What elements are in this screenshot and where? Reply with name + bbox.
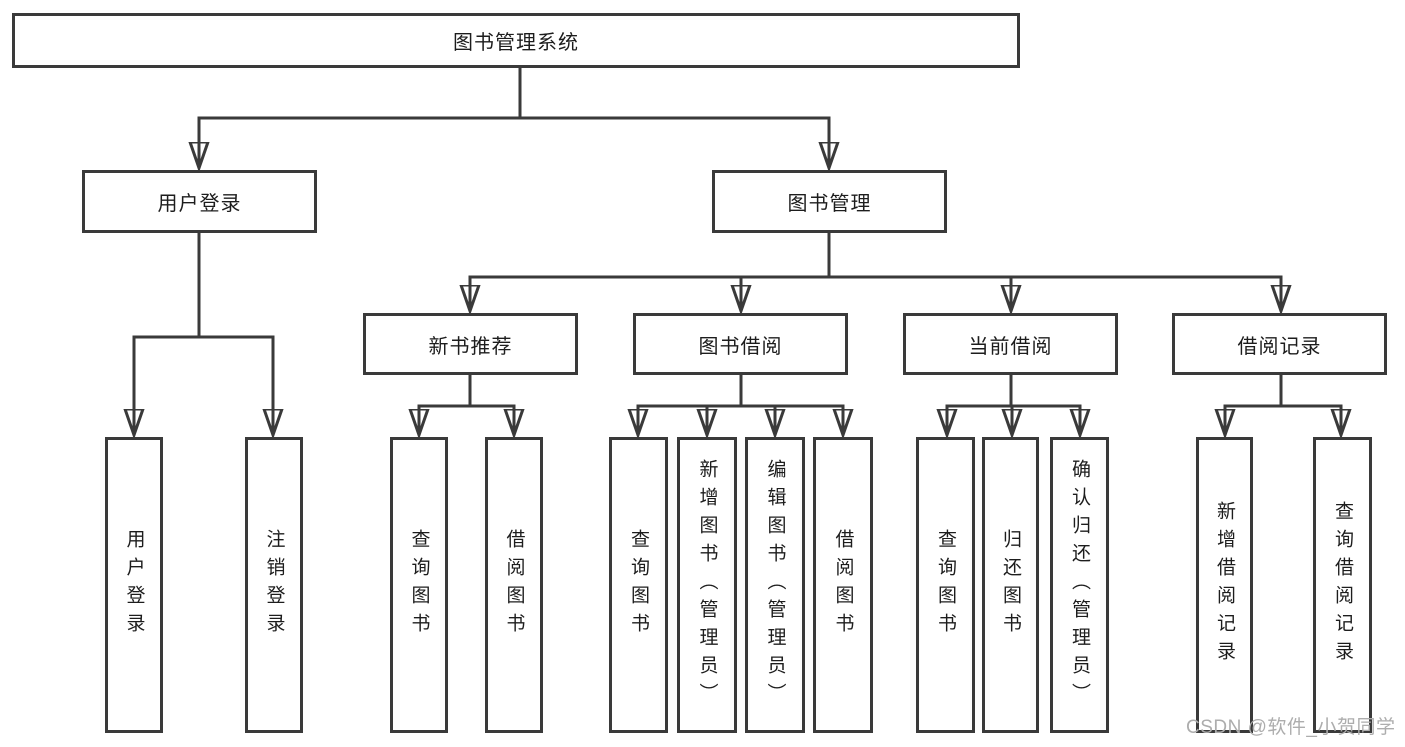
leaf-borrow-book-label: 借阅图书 [832,529,854,641]
leaf-records-query: 查询借阅记录 [1313,437,1372,733]
connector-book-mgmt-sections [469,233,1283,311]
node-book-mgmt-label: 图书管理 [787,193,872,215]
leaf-current-query: 查询图书 [916,437,975,733]
leaf-newbooks-query: 查询图书 [390,437,448,733]
leaf-current-query-label: 查询图书 [935,529,956,641]
leaf-borrow-edit-admin-label: 编辑图书（管理员） [764,459,786,711]
leaf-borrow-add-admin: 新增图书（管理员） [677,437,737,733]
leaf-user-login-label: 用户登录 [123,529,145,641]
connector-book-borrow-children [637,374,845,435]
leaf-records-add-label: 新增借阅记录 [1214,501,1235,669]
node-new-books: 新书推荐 [363,313,578,375]
leaf-borrow-edit-admin: 编辑图书（管理员） [745,437,805,733]
watermark: CSDN @软件_小贺同学 [1186,717,1396,738]
node-book-borrow-label: 图书借阅 [698,335,783,358]
leaf-current-return-label: 归还图书 [1000,529,1021,641]
leaf-newbooks-borrow: 借阅图书 [485,437,543,733]
leaf-user-login: 用户登录 [105,437,163,733]
node-borrow-records: 借阅记录 [1172,313,1387,375]
leaf-current-confirm-admin: 确认归还（管理员） [1050,437,1109,733]
leaf-current-confirm-admin-label: 确认归还（管理员） [1069,459,1090,711]
connector-root-to-level2 [198,68,831,168]
leaf-borrow-query: 查询图书 [609,437,668,733]
connector-new-books-children [418,374,516,435]
node-new-books-label: 新书推荐 [428,335,513,358]
node-user-login: 用户登录 [82,170,317,233]
leaf-newbooks-query-label: 查询图书 [408,529,430,641]
leaf-borrow-query-label: 查询图书 [628,529,649,641]
node-user-login-label: 用户登录 [157,193,242,215]
node-root: 图书管理系统 [12,13,1020,68]
connector-borrow-records-children [1224,374,1343,435]
connector-user-login-children [133,233,275,435]
node-current-borrow: 当前借阅 [903,313,1118,375]
leaf-current-return: 归还图书 [982,437,1039,733]
leaf-newbooks-borrow-label: 借阅图书 [503,529,525,641]
node-book-borrow: 图书借阅 [633,313,848,375]
leaf-borrow-add-admin-label: 新增图书（管理员） [696,459,718,711]
node-root-label: 图书管理系统 [453,32,579,54]
node-borrow-records-label: 借阅记录 [1237,335,1322,358]
leaf-records-query-label: 查询借阅记录 [1332,501,1353,669]
node-current-borrow-label: 当前借阅 [968,335,1053,358]
node-book-mgmt: 图书管理 [712,170,947,233]
leaf-logout: 注销登录 [245,437,303,733]
connector-current-borrow-children [946,374,1082,435]
leaf-records-add: 新增借阅记录 [1196,437,1253,733]
leaf-borrow-book: 借阅图书 [813,437,873,733]
leaf-logout-label: 注销登录 [263,529,285,641]
